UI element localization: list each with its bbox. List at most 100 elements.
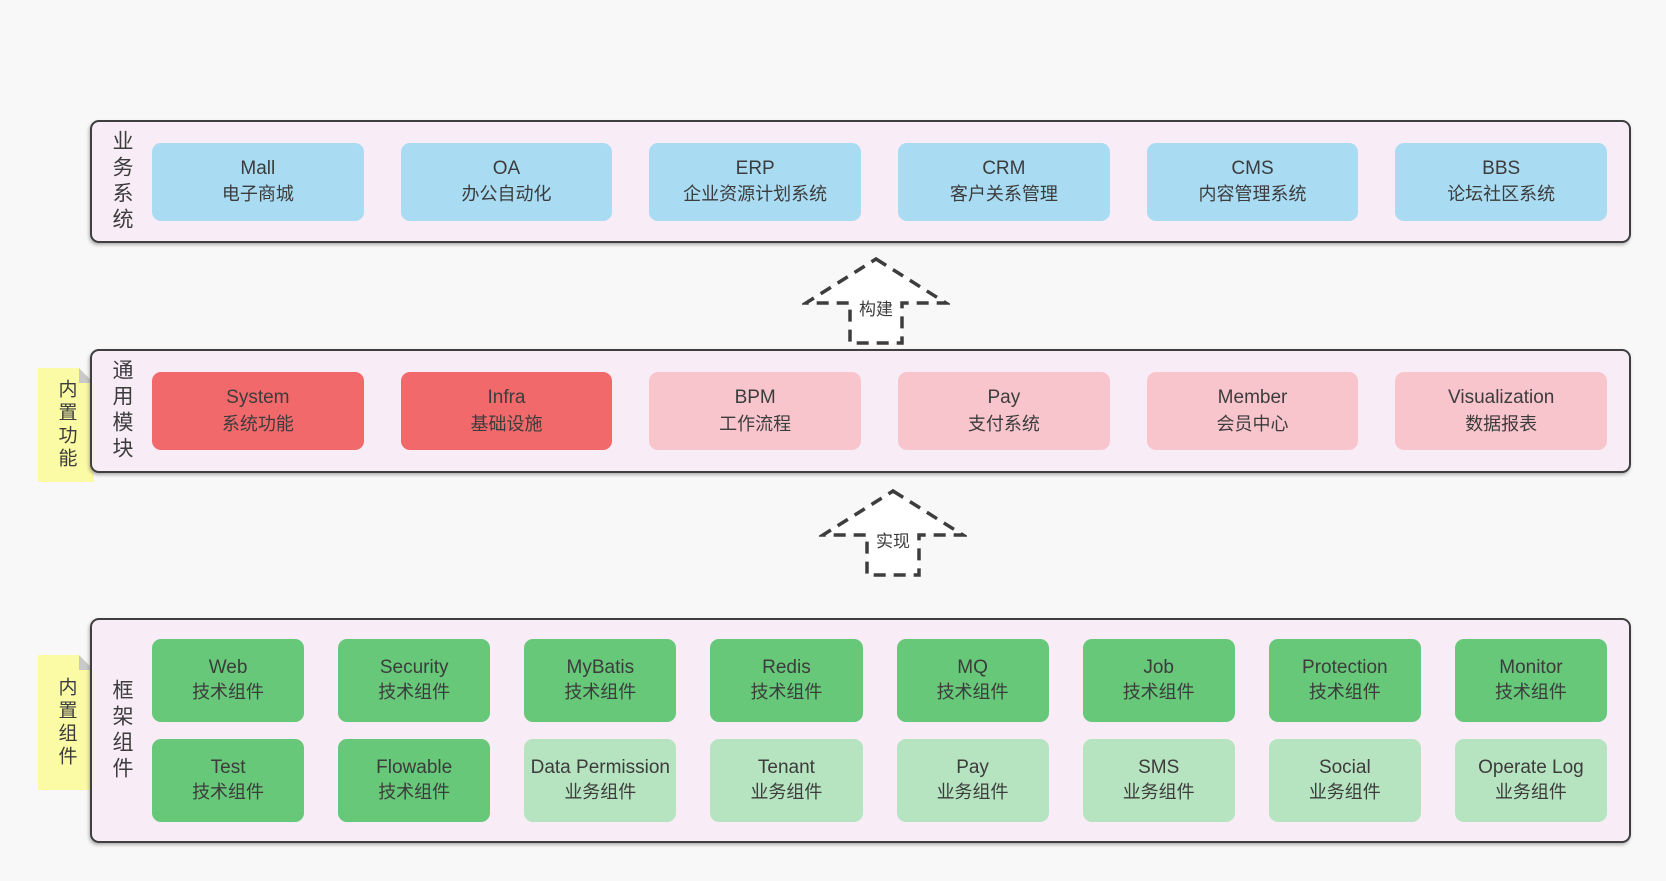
box-flowable: Flowable 技术组件	[338, 739, 491, 822]
box-subtitle: 业务组件	[1494, 782, 1567, 803]
box-sms: SMS 业务组件	[1082, 739, 1235, 822]
box-title: OA	[492, 157, 521, 179]
arrow-implement: 实现	[819, 487, 967, 579]
box-subtitle: 业务组件	[1122, 782, 1195, 803]
box-subtitle: 系统功能	[221, 413, 294, 434]
box-subtitle: 业务组件	[564, 782, 637, 803]
box-social: Social 业务组件	[1268, 739, 1421, 822]
box-title: Data Permission	[530, 757, 670, 779]
box-subtitle: 技术组件	[1308, 682, 1381, 703]
box-subtitle: 技术组件	[750, 682, 823, 703]
note-text: 内置功能	[55, 379, 77, 471]
box-subtitle: 技术组件	[378, 782, 451, 803]
box-subtitle: 技术组件	[192, 682, 265, 703]
box-subtitle: 电子商城	[221, 184, 294, 205]
box-title: System	[226, 387, 290, 409]
note-text: 内置组件	[55, 676, 77, 769]
box-erp: ERP 企业资源计划系统	[649, 142, 862, 221]
box-title: Flowable	[376, 757, 453, 779]
box-title: CRM	[982, 157, 1026, 179]
box-title: Member	[1217, 387, 1288, 409]
box-title: Pay	[956, 757, 989, 779]
component-row-business: Test 技术组件 Flowable 技术组件 Data Permission …	[152, 739, 1607, 822]
box-title: BPM	[734, 387, 776, 409]
box-subtitle: 技术组件	[192, 782, 265, 803]
box-pay-component: Pay 业务组件	[896, 739, 1049, 822]
note-built-in-components: 内置组件	[38, 655, 94, 790]
layer-common-modules: 通用模块 System 系统功能 Infra 基础设施 BPM 工作流程 Pay…	[90, 349, 1631, 473]
box-title: Monitor	[1499, 657, 1563, 679]
box-job: Job 技术组件	[1082, 639, 1235, 722]
business-boxes-row: Mall 电子商城 OA 办公自动化 ERP 企业资源计划系统 CRM 客户关系…	[150, 122, 1629, 241]
box-mq: MQ 技术组件	[896, 639, 1049, 722]
box-subtitle: 客户关系管理	[949, 184, 1058, 205]
box-subtitle: 业务组件	[1308, 782, 1381, 803]
box-protection: Protection 技术组件	[1268, 639, 1421, 722]
box-subtitle: 办公自动化	[461, 184, 552, 205]
box-cms: CMS 内容管理系统	[1146, 142, 1359, 221]
layer-side-label: 框架组件	[110, 678, 133, 783]
box-mybatis: MyBatis 技术组件	[524, 639, 677, 722]
box-oa: OA 办公自动化	[400, 142, 613, 221]
box-tenant: Tenant 业务组件	[710, 739, 863, 822]
box-subtitle: 企业资源计划系统	[683, 184, 828, 205]
box-subtitle: 业务组件	[750, 782, 823, 803]
box-subtitle: 业务组件	[936, 782, 1009, 803]
box-title: Infra	[487, 387, 526, 409]
box-subtitle: 会员中心	[1216, 413, 1289, 434]
box-title: MyBatis	[566, 657, 635, 679]
box-title: CMS	[1231, 157, 1274, 179]
box-title: Pay	[987, 387, 1021, 409]
component-row-tech: Web 技术组件 Security 技术组件 MyBatis 技术组件 Redi…	[152, 639, 1607, 722]
box-security: Security 技术组件	[338, 639, 491, 722]
box-test: Test 技术组件	[152, 739, 305, 822]
box-operate-log: Operate Log 业务组件	[1454, 739, 1607, 822]
box-title: Social	[1318, 757, 1371, 779]
component-grid: Web 技术组件 Security 技术组件 MyBatis 技术组件 Redi…	[150, 620, 1629, 841]
layer-side-label: 通用模块	[110, 359, 133, 463]
box-mall: Mall 电子商城	[152, 142, 364, 221]
note-built-in-features: 内置功能	[38, 368, 94, 482]
box-crm: CRM 客户关系管理	[898, 142, 1110, 221]
box-subtitle: 数据报表	[1465, 413, 1538, 434]
box-subtitle: 内容管理系统	[1198, 184, 1307, 205]
box-title: SMS	[1138, 757, 1180, 779]
box-title: Operate Log	[1478, 757, 1584, 779]
box-title: ERP	[735, 157, 775, 179]
box-bbs: BBS 论坛社区系统	[1395, 142, 1608, 221]
layer-framework-components: 框架组件 Web 技术组件 Security 技术组件 MyBatis 技术组件…	[90, 618, 1631, 843]
box-subtitle: 技术组件	[378, 682, 451, 703]
box-subtitle: 论坛社区系统	[1447, 184, 1556, 205]
box-title: Visualization	[1448, 387, 1555, 409]
box-title: Protection	[1302, 657, 1388, 679]
module-boxes-row: System 系统功能 Infra 基础设施 BPM 工作流程 Pay 支付系统…	[150, 351, 1629, 471]
layer-side-label: 业务系统	[110, 129, 133, 234]
box-redis: Redis 技术组件	[710, 639, 863, 722]
arrow-implement-label: 实现	[874, 526, 912, 553]
box-subtitle: 技术组件	[1494, 682, 1567, 703]
box-title: Test	[210, 757, 246, 779]
box-infra: Infra 基础设施	[400, 372, 613, 450]
box-web: Web 技术组件	[152, 639, 305, 722]
layer-business-systems: 业务系统 Mall 电子商城 OA 办公自动化 ERP 企业资源计划系统 CRM…	[90, 120, 1631, 243]
box-title: Job	[1143, 657, 1174, 679]
box-title: Redis	[762, 657, 811, 679]
box-subtitle: 技术组件	[936, 682, 1009, 703]
arrow-build: 构建	[802, 255, 950, 347]
box-title: MQ	[957, 657, 988, 679]
box-member: Member 会员中心	[1146, 372, 1359, 450]
box-data-permission: Data Permission 业务组件	[524, 739, 677, 822]
box-pay-module: Pay 支付系统	[898, 372, 1110, 450]
box-subtitle: 技术组件	[564, 682, 637, 703]
box-title: Tenant	[757, 757, 815, 779]
box-monitor: Monitor 技术组件	[1454, 639, 1607, 722]
box-title: Mall	[240, 157, 276, 179]
box-subtitle: 基础设施	[470, 413, 543, 434]
box-title: BBS	[1482, 157, 1521, 179]
box-bpm: BPM 工作流程	[649, 372, 862, 450]
box-subtitle: 技术组件	[1122, 682, 1195, 703]
box-title: Web	[208, 657, 248, 679]
box-subtitle: 工作流程	[719, 413, 792, 434]
box-subtitle: 支付系统	[967, 413, 1040, 434]
arrow-build-label: 构建	[857, 294, 895, 321]
